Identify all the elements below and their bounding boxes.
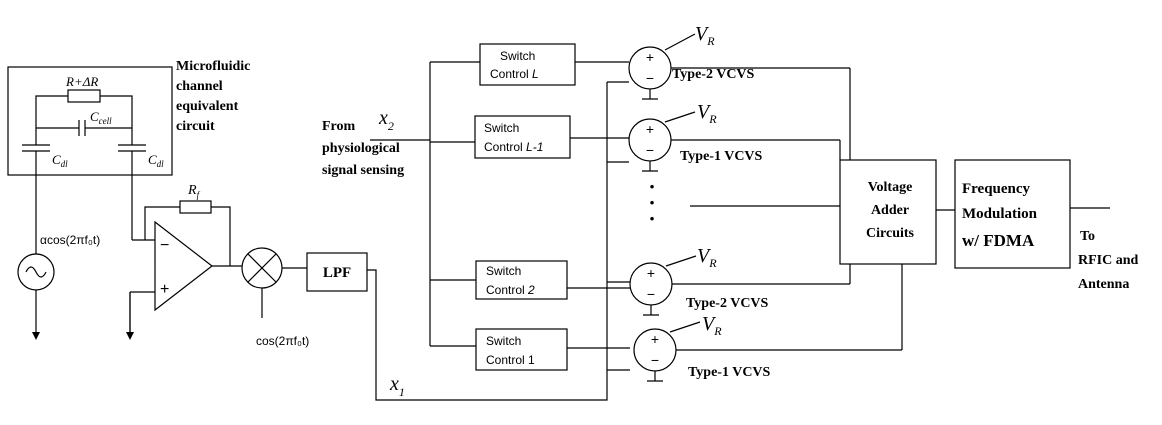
switch-to-vcvs-wires xyxy=(567,61,630,349)
fm-label-1: Frequency xyxy=(962,181,1031,197)
ellipsis-dot-2: · xyxy=(648,190,655,215)
switch-L-label-2: Control L xyxy=(490,67,539,81)
x1-branch-wires xyxy=(607,81,630,371)
svg-text:−: − xyxy=(646,142,654,158)
c-dl-left-label: Cdl xyxy=(52,152,68,169)
vcvs-3: + − xyxy=(629,255,850,316)
ellipsis-dot-1: · xyxy=(648,174,655,199)
x1-label: x1 xyxy=(389,373,405,399)
switch-1-label-2: Control 1 xyxy=(486,353,535,367)
opamp-input-wires xyxy=(129,239,155,336)
svg-text:−: − xyxy=(651,352,659,368)
opamp-minus: − xyxy=(160,237,169,254)
switch-control-L-1 xyxy=(474,115,571,159)
vr-label-4: VR xyxy=(702,313,722,338)
from-label-2: physiological xyxy=(322,141,400,156)
r-delta-resistor xyxy=(67,89,101,103)
opamp-plus: + xyxy=(160,281,169,298)
vcvs-type-label-3: Type-2 VCVS xyxy=(686,296,769,311)
switch-control-2 xyxy=(475,260,568,300)
opamp-triangle xyxy=(154,220,213,312)
rf-resistor xyxy=(179,200,212,214)
c-cell-label: Ccell xyxy=(90,109,112,126)
source-label: αcos(2πf₀t) xyxy=(40,233,100,247)
to-label-2: RFIC and xyxy=(1078,253,1139,268)
frequency-modulation-block xyxy=(954,159,1071,269)
switch-control-L xyxy=(479,43,576,86)
lpf-label: LPF xyxy=(323,265,351,281)
svg-text:+: + xyxy=(646,49,654,65)
switch-control-1 xyxy=(475,328,568,371)
voltage-adder-block xyxy=(839,159,937,265)
adder-label-2: Adder xyxy=(871,203,909,218)
fm-label-3: w/ FDMA xyxy=(962,231,1035,250)
adder-input-wires xyxy=(690,68,903,350)
vr-label-2: VR xyxy=(697,101,717,126)
c-dl-leads xyxy=(35,151,133,254)
adder-label-3: Circuits xyxy=(866,226,915,241)
svg-text:+: + xyxy=(651,331,659,347)
x2-label: x2 xyxy=(378,107,394,133)
vcvs-2: + − xyxy=(628,111,840,172)
ellipsis-dot-3: · xyxy=(648,206,655,231)
microfluidic-label-2: channel xyxy=(176,79,223,94)
sine-icon xyxy=(25,266,47,278)
svg-text:+: + xyxy=(647,265,655,281)
rf-label: Rf xyxy=(187,183,201,200)
vcvs-4: + − xyxy=(633,321,902,382)
rf-feedback-wire xyxy=(144,206,231,266)
switch-L-label-1: Switch xyxy=(500,49,535,63)
from-label-3: signal sensing xyxy=(322,163,404,178)
r-delta-wire xyxy=(35,95,133,145)
x1-feedback-wire xyxy=(367,82,608,401)
svg-text:−: − xyxy=(647,286,655,302)
switch-L-1-label-2: Control L-1 xyxy=(484,140,543,154)
vcvs-type-label-1: Type-2 VCVS xyxy=(672,67,755,82)
microfluidic-label-4: circuit xyxy=(176,119,215,134)
vr-label-3: VR xyxy=(697,245,717,270)
vcvs-type-label-2: Type-1 VCVS xyxy=(680,149,763,164)
microfluidic-label-1: Microfluidic xyxy=(176,59,250,74)
mixer-x-icon xyxy=(247,253,277,283)
from-label-1: From xyxy=(322,119,356,134)
microfluidic-box xyxy=(7,66,173,176)
x2-bus xyxy=(370,62,431,346)
adder-label-1: Voltage xyxy=(868,180,913,195)
fm-label-2: Modulation xyxy=(962,206,1038,222)
vr-label-1: VR xyxy=(695,23,715,48)
c-dl-right-label: Cdl xyxy=(148,152,164,169)
microfluidic-label-3: equivalent xyxy=(176,99,239,114)
lpf-block xyxy=(306,252,368,292)
mixer-lo-label: cos(2πf₀t) xyxy=(256,334,309,348)
c-cell-capacitor xyxy=(78,120,86,136)
vcvs-type-label-4: Type-1 VCVS xyxy=(688,365,771,380)
vcvs-1: + − xyxy=(628,33,850,100)
switch-1-label-1: Switch xyxy=(486,334,521,348)
switch-2-label-1: Switch xyxy=(486,264,521,278)
to-label-3: Antenna xyxy=(1078,277,1129,292)
switch-L-1-label-1: Switch xyxy=(484,121,519,135)
svg-text:+: + xyxy=(646,121,654,137)
r-delta-label: R+ΔR xyxy=(65,74,98,89)
x2-branch-wires xyxy=(430,61,480,347)
to-label-1: To xyxy=(1080,229,1095,244)
c-dl-capacitors xyxy=(22,144,146,152)
switch-2-label-2: Control 2 xyxy=(486,283,535,297)
svg-text:−: − xyxy=(646,70,654,86)
